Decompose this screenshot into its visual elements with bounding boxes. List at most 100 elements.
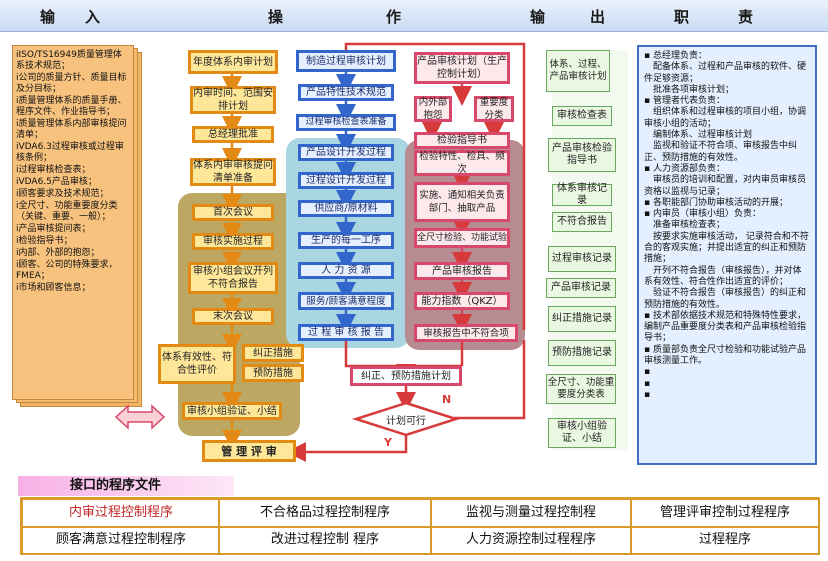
interface-cell: 顾客满意过程控制程序	[22, 526, 220, 555]
duty-line: 审核员的培训和配置，对内审员审核员资格以监视与记录；	[644, 175, 807, 197]
header-duty-1: 职	[674, 8, 690, 26]
output-doc-5: 过程审核记录	[548, 246, 616, 272]
no-label: N	[442, 393, 452, 406]
input-item: i公司的质量方针、质量目标及分目标；	[16, 73, 127, 94]
qkz-box: 能力指数（QKZ）	[414, 292, 510, 310]
duties-panel: ▪ 总经理负责： 配备体系、过程和产品审核的软件、硬件足够资源； 批准各项审核计…	[637, 45, 817, 465]
input-item: i内部、外部的抱怨；	[16, 248, 100, 258]
inspection-guide-box: 检验指导书	[414, 132, 510, 149]
duty-line: 组织体系和过程审核的项目小组，协调审核小组的活动；	[644, 107, 807, 129]
output-doc-0: 体系、过程、产品审核计划	[546, 50, 610, 92]
complaints-box: 内外部抱怨	[414, 96, 452, 122]
process-plan-box: 制造过程审核计划	[296, 50, 396, 72]
input-item: i质量管理体系的质量手册、程序文件、作业指导书；	[16, 96, 127, 117]
double-arrow-icon	[114, 404, 166, 430]
interface-cell: 人力资源控制过程程序	[430, 526, 632, 555]
schedule-box: 内审时间、范围安排计划	[190, 86, 276, 114]
output-doc-9: 全尺寸、功能重要度分类表	[546, 374, 616, 404]
output-doc-7: 纠正措施记录	[548, 306, 616, 332]
duty-line: 按要求实施审核活动， 记录符合和不符合的客观实施；并提出适宜的纠正和预防措施；	[644, 231, 809, 265]
output-doc-1: 审核检查表	[552, 106, 612, 126]
header-duty-2: 责	[738, 8, 754, 26]
duty-line: 验证不符合报告（审核报告）的纠正和预防措施的有效性。	[644, 288, 807, 310]
team-meeting-box: 审核小组会议开列不符合报告	[188, 262, 278, 294]
interface-title: 接口的程序文件	[18, 476, 234, 496]
header-bar: 输 入 操 作 输 出 职 责	[0, 0, 828, 32]
management-review-box: 管 理 评 审	[202, 440, 296, 462]
design-dev-box: 产品设计开发过程	[298, 144, 394, 161]
duty-line: ▪	[644, 367, 651, 378]
first-meeting-box: 首次会议	[192, 204, 274, 221]
inputs-panel: iISO/TS16949质量管理体系技术规范；i公司的质量方针、质量目标及分目标…	[12, 45, 134, 400]
product-spec-box: 产品特性技术规范	[298, 84, 394, 101]
input-item: i顾客、公司的特殊要求，FMEA；	[16, 260, 118, 281]
duty-line: 准备审核检查表；	[644, 220, 726, 231]
annual-plan-box: 年度体系内审计划	[188, 50, 278, 74]
full-size-box: 全尺寸检验、功能试验	[414, 228, 510, 248]
input-item: i检验指导书；	[16, 236, 73, 246]
yes-label: Y	[384, 436, 392, 449]
output-doc-2: 产品审核检验指导书	[548, 138, 616, 172]
output-doc-6: 产品审核记录	[546, 278, 616, 298]
interface-cell: 监视与测量过程控制程	[430, 499, 632, 528]
interface-cell: 管理评审控制过程程序	[630, 499, 820, 528]
product-plan-box: 产品审核计划（生产控制计划）	[414, 52, 510, 84]
nonconform-box: 审核报告中不符合项	[414, 324, 518, 342]
duty-line: ▪ 内审员（审核小组）负责：	[644, 209, 761, 220]
duty-line: 批准各项审核计划；	[644, 84, 735, 95]
duty-line: 编制体系、过程审核计划	[644, 130, 753, 141]
output-doc-8: 预防措施记录	[548, 340, 616, 366]
input-item: iISO/TS16949质量管理体系技术规范；	[16, 50, 122, 71]
duty-line: ▪	[644, 389, 651, 400]
interface-cell: 改进过程控制 程序	[218, 526, 432, 555]
effectiveness-box: 体系有效性、符合性评价	[158, 344, 236, 384]
team-verify-box: 审核小组验证、小结	[182, 402, 282, 420]
duty-line: ▪ 人力资源部负责：	[644, 163, 725, 174]
input-item: i顾客要求及技术规范；	[16, 189, 109, 199]
duty-line: 监视和验证不符合项、审核报告中纠正、预防措施的有效性。	[644, 141, 798, 163]
input-item: i全尺寸、功能重要度分类（关键、重要、一般）；	[16, 201, 118, 222]
duty-line: ▪ 管理者代表负责：	[644, 96, 725, 107]
supplier-box: 供应商/原材料	[298, 200, 394, 217]
interface-cell: 不合格品过程控制程序	[218, 499, 432, 528]
preventive-box: 预防措施	[242, 364, 304, 382]
process-checklist-box: 过程审核检查表准备	[296, 114, 396, 131]
last-meeting-box: 末次会议	[192, 308, 274, 325]
checklist-prep-box: 体系内审审核提问清单准备	[190, 158, 276, 186]
product-report-box: 产品审核报告	[414, 262, 510, 280]
header-input: 输 入	[40, 8, 101, 26]
duty-line: 开列不符合报告（审核报告），并对体系有效性、符合性作出适宜的评价；	[644, 265, 802, 287]
interface-table: 内审过程控制程序不合格品过程控制程序监视与测量过程控制程管理评审控制过程程序顾客…	[20, 497, 820, 555]
output-doc-4: 不符合报告	[552, 212, 612, 232]
header-operate-1: 操	[268, 8, 284, 26]
input-item: i过程审核检查表；	[16, 165, 91, 175]
duty-line: ▪ 总经理负责：	[644, 51, 707, 61]
process-design-box: 过程设计开发过程	[298, 172, 394, 189]
implement-box: 实施、通知相关负责部门、抽取产品	[414, 182, 510, 222]
output-doc-3: 体系审核记录	[552, 183, 612, 206]
features-box: 检验特性、检具、频次	[414, 150, 510, 176]
interface-cell: 过程程序	[630, 526, 820, 555]
duty-line: ▪	[644, 378, 651, 389]
input-item: i产品审核提问表；	[16, 224, 91, 234]
service-box: 服务/顾客满意程度	[298, 292, 394, 310]
production-box: 生产的每一工序	[298, 232, 394, 249]
process-report-box: 过 程 审 核 报 告	[298, 324, 394, 341]
decision-label: 计划可行	[386, 416, 426, 427]
action-plan-box: 纠正、预防措施计划	[350, 366, 462, 386]
header-output-2: 出	[590, 8, 606, 26]
duty-line: ▪ 质量部负责全尺寸检验和功能试验产品审核测量工作。	[644, 344, 806, 367]
importance-box: 重要度分类	[474, 96, 514, 122]
duty-line: ▪ 各职能部门协助审核活动的开展；	[644, 197, 788, 208]
header-output-1: 输	[530, 8, 546, 26]
output-doc-10: 审核小组验证、小结	[548, 418, 616, 448]
interface-cell: 内审过程控制程序	[22, 499, 220, 528]
gm-approve-box: 总经理批准	[192, 126, 274, 143]
hr-box: 人 力 资 源	[298, 262, 394, 279]
input-item: iVDA6.5产品审核；	[16, 177, 97, 187]
corrective-box: 纠正措施	[242, 344, 304, 362]
duty-line: ▪ 技术部依据技术规范和特殊特性要求，编制产品重要度分类表和产品审核检验指导书；	[644, 310, 807, 344]
duty-line: 配备体系、过程和产品审核的软件、硬件足够资源；	[644, 62, 807, 84]
input-item: iVDA6.3过程审核或过程审核条例；	[16, 142, 124, 163]
